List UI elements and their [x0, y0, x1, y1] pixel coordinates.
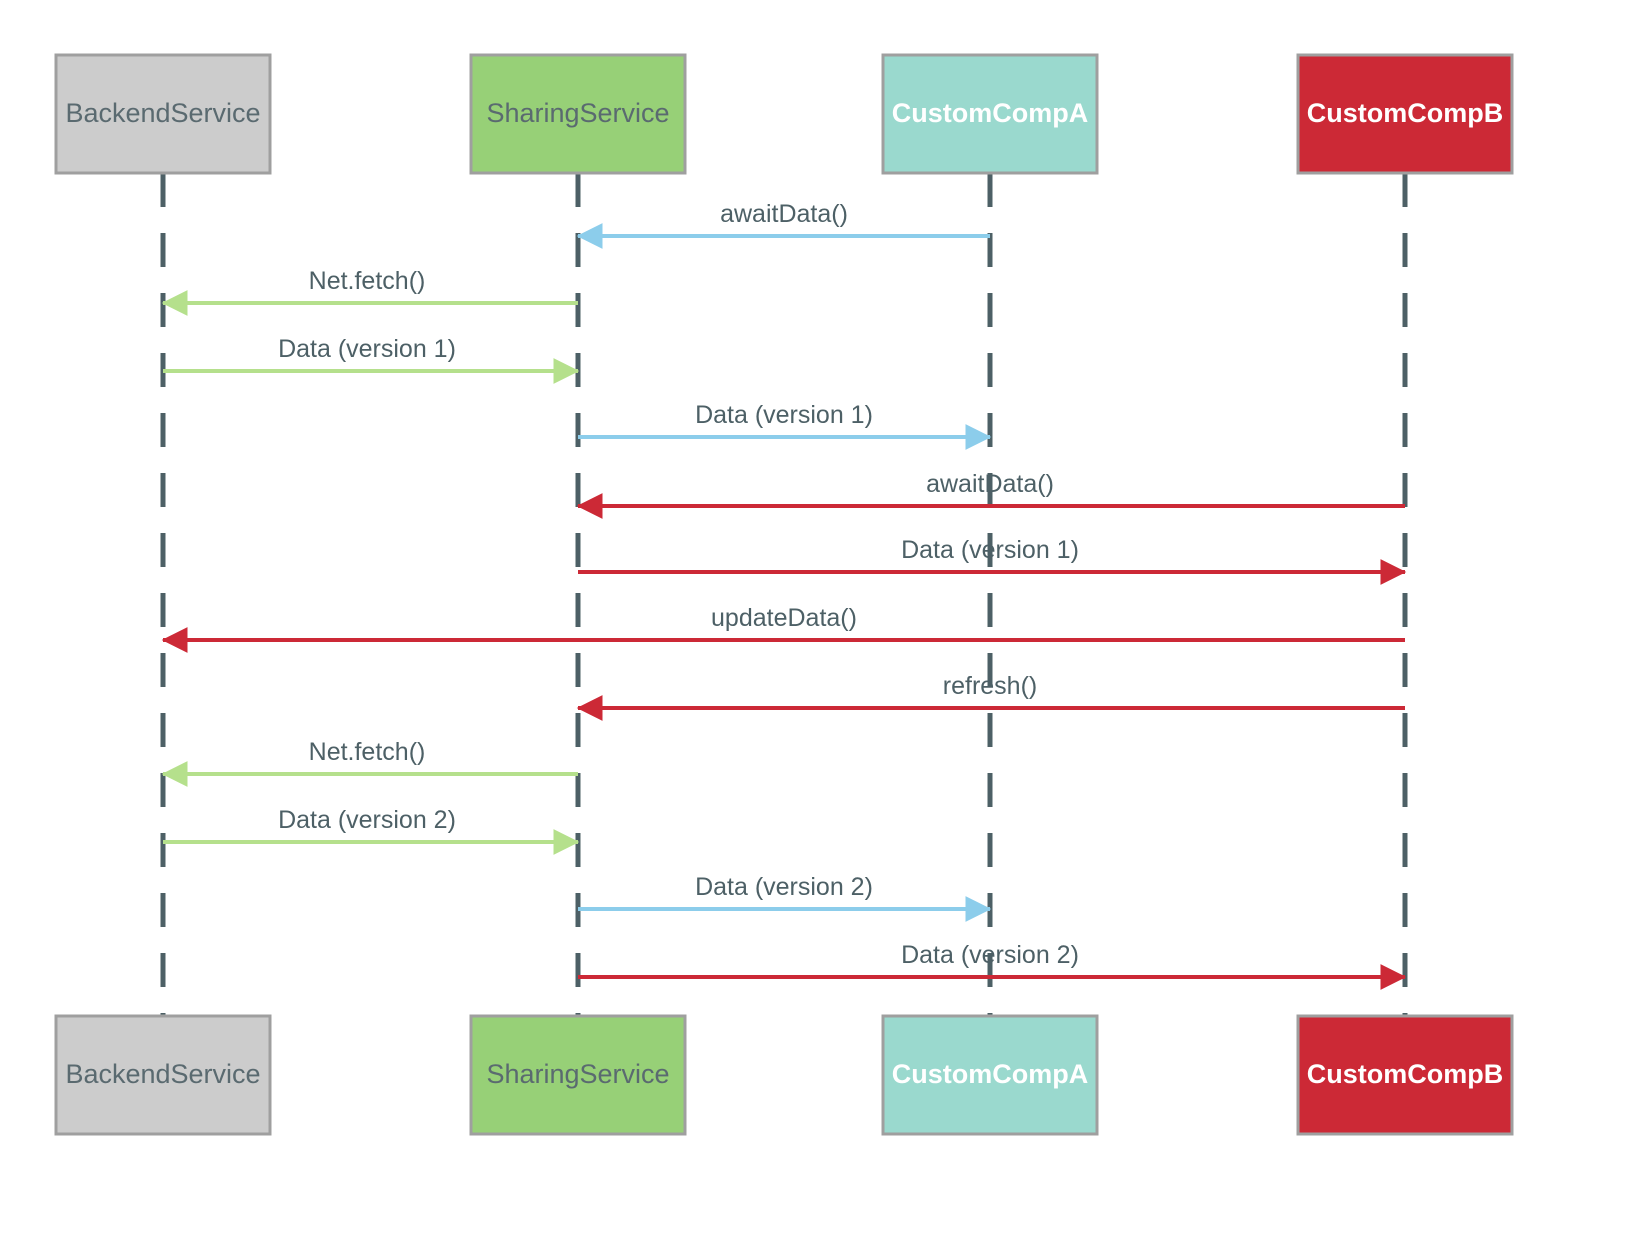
participant-box[interactable] — [881, 53, 1099, 175]
participant-name: SharingService — [486, 1059, 669, 1089]
participant-sharing-top[interactable]: SharingService — [469, 53, 687, 175]
participant-box[interactable] — [54, 1014, 272, 1136]
participant-box[interactable] — [1296, 1014, 1514, 1136]
message-3: Data (version 1) — [163, 335, 580, 384]
participant-compb-top[interactable]: CustomCompB — [1296, 53, 1514, 175]
participant-name: CustomCompA — [892, 1059, 1089, 1089]
participant-compa-top[interactable]: CustomCompA — [881, 53, 1099, 175]
message-9: Net.fetch() — [161, 738, 578, 787]
participant-box[interactable] — [469, 53, 687, 175]
participant-box[interactable] — [1296, 53, 1514, 175]
message-label: Net.fetch() — [309, 267, 426, 295]
message-label: Data (version 2) — [695, 873, 873, 901]
participant-sharing-bottom[interactable]: SharingService — [469, 1014, 687, 1136]
participant-backend-top[interactable]: BackendService — [54, 53, 272, 175]
message-label: Data (version 1) — [901, 536, 1079, 564]
participant-compa-bottom[interactable]: CustomCompA — [881, 1014, 1099, 1136]
message-label: refresh() — [943, 672, 1037, 700]
message-label: Data (version 1) — [695, 401, 873, 429]
message-label: Net.fetch() — [309, 738, 426, 766]
message-7: updateData() — [161, 604, 1405, 653]
message-11: Data (version 2) — [578, 873, 992, 922]
message-8: refresh() — [576, 672, 1405, 721]
message-label: Data (version 2) — [901, 941, 1079, 969]
participant-box[interactable] — [469, 1014, 687, 1136]
participant-backend-bottom[interactable]: BackendService — [54, 1014, 272, 1136]
message-4: Data (version 1) — [578, 401, 992, 450]
participant-box[interactable] — [881, 1014, 1099, 1136]
participant-name: CustomCompB — [1307, 98, 1504, 128]
messages-layer: awaitData() Net.fetch() Data (version 1) Da… — [161, 200, 1407, 990]
message-label: updateData() — [711, 604, 857, 632]
participants-layer: BackendServiceBackendServiceSharingServi… — [54, 53, 1514, 1136]
participant-name: CustomCompA — [892, 98, 1089, 128]
message-10: Data (version 2) — [163, 806, 580, 855]
message-1: awaitData() — [576, 200, 990, 249]
participant-name: BackendService — [65, 98, 260, 128]
message-label: Data (version 2) — [278, 806, 456, 834]
message-2: Net.fetch() — [161, 267, 578, 316]
message-label: awaitData() — [720, 200, 848, 228]
message-6: Data (version 1) — [578, 536, 1407, 585]
participant-name: CustomCompB — [1307, 1059, 1504, 1089]
participant-name: BackendService — [65, 1059, 260, 1089]
message-label: awaitData() — [926, 470, 1054, 498]
participant-box[interactable] — [54, 53, 272, 175]
participant-compb-bottom[interactable]: CustomCompB — [1296, 1014, 1514, 1136]
message-5: awaitData() — [576, 470, 1405, 519]
message-label: Data (version 1) — [278, 335, 456, 363]
participant-name: SharingService — [486, 98, 669, 128]
message-12: Data (version 2) — [578, 941, 1407, 990]
